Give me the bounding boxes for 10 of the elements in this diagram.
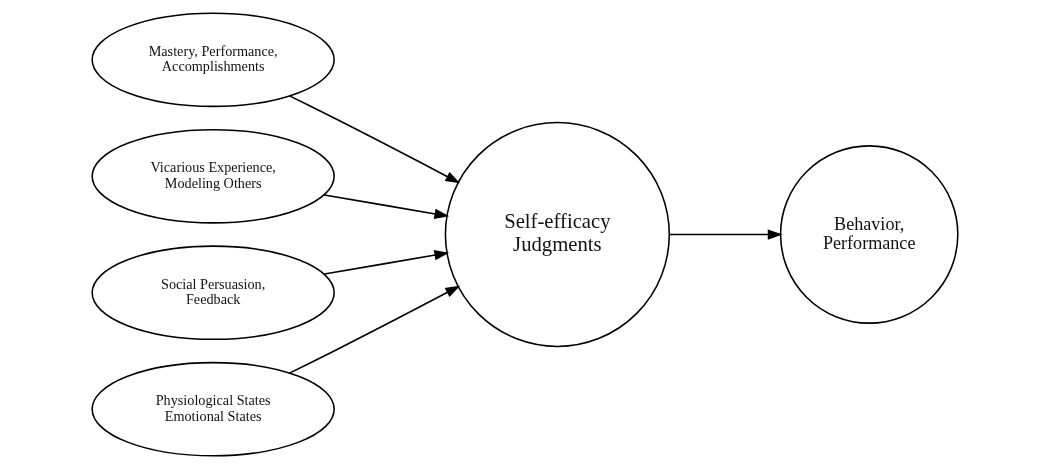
- arrow: [323, 250, 450, 275]
- node-ellipse: Physiological States Emotional States: [91, 361, 335, 457]
- arrow: [323, 194, 450, 219]
- node-ellipse: Social Persuasion, Feedback: [91, 245, 335, 341]
- node-ellipse: Vicarious Experience, Modeling Others: [91, 128, 335, 224]
- node-ellipse: Mastery, Performance, Accomplishments: [91, 12, 335, 108]
- node-circle: Behavior, Performance: [779, 145, 959, 324]
- arrow: [289, 95, 461, 184]
- arrow: [668, 229, 783, 240]
- arrow: [289, 285, 461, 374]
